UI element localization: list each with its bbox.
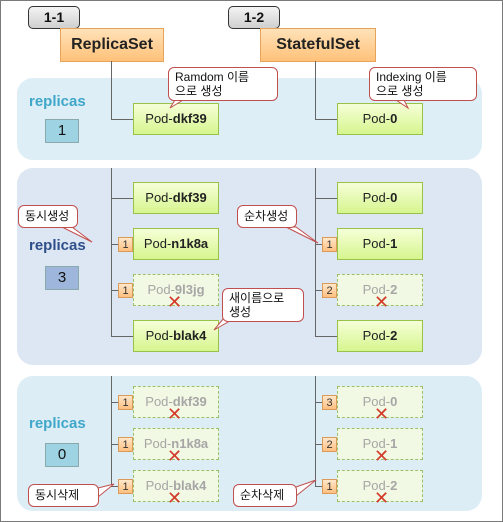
header-replicaset: ReplicaSet [60, 28, 164, 62]
replicas-value: 3 [45, 266, 79, 290]
replicas-value: 1 [45, 119, 79, 143]
order-badge: 1 [118, 437, 133, 452]
pod-box: Pod-0 [337, 182, 423, 214]
tag-statefulset: 1-2 [228, 6, 280, 29]
connector-line [111, 198, 133, 199]
callout-sequential-create: 순차생성 [237, 205, 297, 228]
pod-box: Pod-blak4 [133, 320, 219, 352]
pod-box-deleted: Pod-1 [337, 428, 423, 460]
connector-line [315, 376, 316, 486]
connector-line [111, 336, 133, 337]
pod-box: Pod-dkf39 [133, 182, 219, 214]
pod-box-deleted: Pod-2 [337, 470, 423, 502]
connector-line [315, 119, 337, 120]
x-mark-icon: ✕ [167, 488, 183, 508]
pod-box-deleted: Pod-blak4 [133, 470, 219, 502]
callout-new-name: 새이름으로 생성 [222, 288, 304, 322]
pod-box-deleted: Pod-0 [337, 386, 423, 418]
pod-box: Pod-dkf39 [133, 103, 219, 135]
order-badge: 1 [118, 479, 133, 494]
callout-indexing-name: Indexing 이름 으로 생성 [369, 67, 477, 101]
pod-box-deleted: Pod-n1k8a [133, 428, 219, 460]
x-mark-icon: ✕ [167, 404, 183, 424]
callout-random-name: Ramdom 이름 으로 생성 [168, 67, 278, 101]
connector-line [111, 376, 112, 486]
pod-box-deleted: Pod-dkf39 [133, 386, 219, 418]
x-mark-icon: ✕ [167, 292, 183, 312]
order-badge: 2 [322, 283, 337, 298]
pod-box: Pod-2 [337, 320, 423, 352]
x-mark-icon: ✕ [374, 404, 390, 424]
connector-line [111, 61, 112, 119]
connector-line [111, 119, 133, 120]
callout-line: 으로 생성 [376, 84, 424, 98]
x-mark-icon: ✕ [167, 446, 183, 466]
pod-box-deleted: Pod-9l3jg [133, 274, 219, 306]
callout-simultaneous-create: 동시생성 [18, 205, 78, 228]
callout-line: 으로 생성 [175, 84, 223, 98]
pod-box: Pod-n1k8a [133, 228, 219, 260]
order-badge: 1 [322, 237, 337, 252]
order-badge: 2 [322, 437, 337, 452]
callout-line: Indexing 이름 [376, 70, 447, 84]
order-badge: 1 [118, 237, 133, 252]
order-badge: 1 [118, 395, 133, 410]
callout-line: 생성 [229, 305, 252, 319]
header-statefulset: StatefulSet [260, 28, 376, 62]
pod-box: Pod-1 [337, 228, 423, 260]
callout-simultaneous-delete: 동시삭제 [28, 484, 99, 507]
connector-line [315, 198, 337, 199]
tag-replicaset: 1-1 [28, 6, 80, 29]
x-mark-icon: ✕ [374, 446, 390, 466]
x-mark-icon: ✕ [374, 488, 390, 508]
replicas-label: replicas [29, 93, 86, 110]
callout-line: Ramdom 이름 [175, 70, 250, 84]
pod-box-deleted: Pod-2 [337, 274, 423, 306]
replicas-value: 0 [45, 443, 79, 467]
pod-box: Pod-0 [337, 103, 423, 135]
x-mark-icon: ✕ [374, 292, 390, 312]
order-badge: 1 [118, 283, 133, 298]
connector-line [111, 168, 112, 336]
connector-line [315, 336, 337, 337]
order-badge: 3 [322, 395, 337, 410]
connector-line [315, 168, 316, 336]
callout-line: 새이름으로 [229, 291, 285, 305]
replicas-label: replicas [29, 237, 86, 254]
connector-line [315, 61, 316, 119]
order-badge: 1 [322, 479, 337, 494]
callout-sequential-delete: 순차삭제 [233, 484, 297, 507]
replicas-label: replicas [29, 415, 86, 432]
